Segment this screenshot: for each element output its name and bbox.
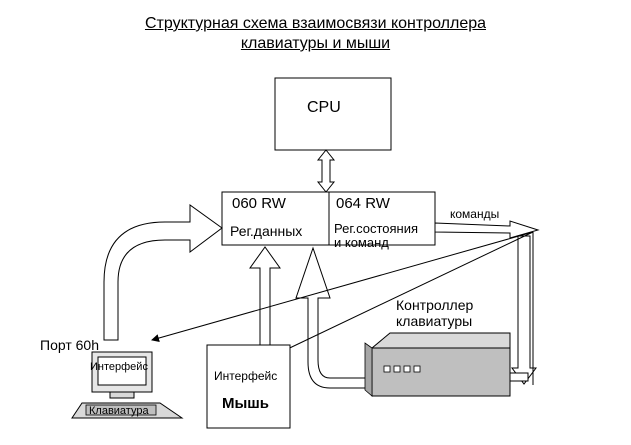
cpu-register-double-arrow (316, 149, 336, 193)
mouse-to-data-register-arrow (249, 246, 281, 346)
status-register-port: 064 RW (336, 195, 390, 212)
diagram-title-line1: Структурная схема взаимосвязи контроллер… (144, 15, 487, 32)
keyboard-controller-label-line2: клавиатуры (396, 313, 473, 329)
mouse-box (206, 344, 291, 429)
port-label: Порт 60h (40, 337, 99, 353)
command-line-to-mouse (274, 231, 534, 356)
mouse-interface-label: Интерфейс (214, 369, 278, 383)
data-register-name: Рег.данных (230, 223, 303, 239)
commands-arrow (434, 220, 540, 239)
commands-down-arrow (511, 235, 537, 385)
status-register-name-line1: Рег.состояния (334, 221, 419, 236)
command-line-to-keyboard (151, 231, 534, 342)
keyboard-controller-device (364, 332, 511, 397)
mouse-name: Мышь (222, 395, 270, 412)
keyboard-label: Клавиатура (89, 405, 149, 417)
status-register-name-line2: и команд (334, 235, 389, 250)
keyboard-interface-label: Интерфейс (90, 361, 148, 373)
data-register-port: 060 RW (232, 195, 286, 212)
keyboard-to-data-register-arrow (103, 204, 223, 341)
cpu-box (274, 77, 392, 151)
controller-to-status-register-arrow (295, 246, 373, 389)
cpu-label: CPU (307, 99, 341, 116)
keyboard-controller-label-line1: Контроллер (396, 297, 474, 313)
commands-label: команды (450, 207, 500, 221)
computer-icon (71, 351, 184, 419)
diagram-title-line2: клавиатуры и мыши (240, 35, 391, 52)
